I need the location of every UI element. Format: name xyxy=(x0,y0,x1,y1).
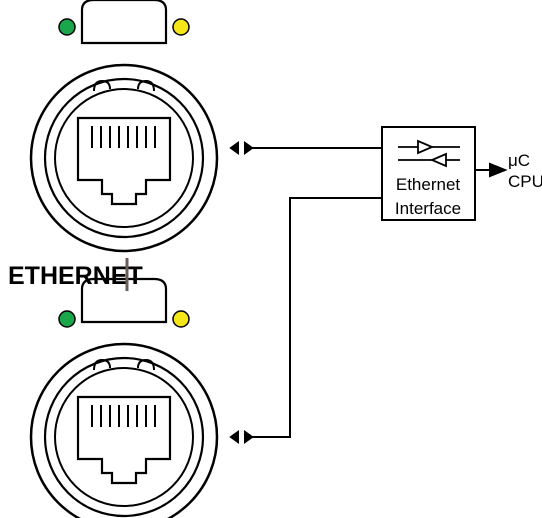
interface-label-line2: Interface xyxy=(395,199,461,218)
connection-top xyxy=(229,141,382,155)
ethernet-interface-box: Ethernet Interface xyxy=(381,126,476,221)
status-led-yellow-icon xyxy=(172,18,190,36)
cpu-label-line2: CPU xyxy=(508,172,542,191)
cpu-arrow xyxy=(475,162,508,178)
cpu-label-line1: μC xyxy=(508,151,530,170)
interface-label-line1: Ethernet xyxy=(396,175,461,194)
transceiver-icon xyxy=(398,139,460,168)
ethernet-port-bottom xyxy=(29,277,219,518)
ethernet-port-top xyxy=(29,0,219,253)
status-led-green-icon xyxy=(58,310,76,328)
status-led-yellow-icon xyxy=(172,310,190,328)
connection-bottom xyxy=(229,197,382,444)
status-led-green-icon xyxy=(58,18,76,36)
section-label: ETHERNET xyxy=(8,262,143,290)
